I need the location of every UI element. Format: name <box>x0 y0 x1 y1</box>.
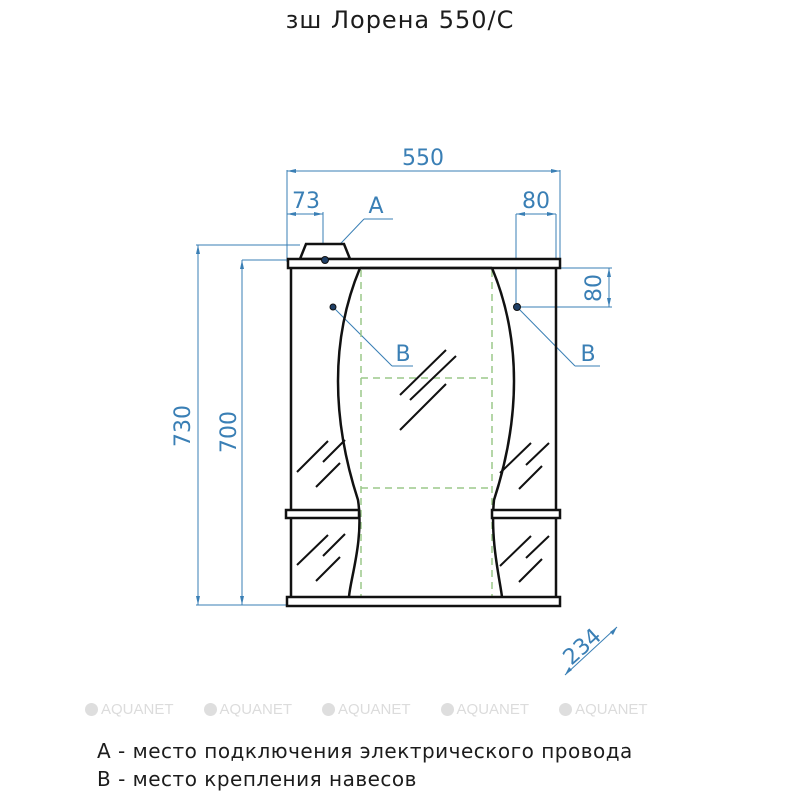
mount-points <box>321 256 521 311</box>
watermark: AQUANET <box>440 698 529 720</box>
dim-730: 730 <box>171 405 196 447</box>
aquanet-logo-icon <box>440 702 454 716</box>
callout-a: A <box>368 194 383 219</box>
dim-700: 700 <box>217 411 242 453</box>
point-b-left-icon <box>329 303 337 311</box>
watermark-row: AQUANET AQUANET AQUANET AQUANET AQUANET <box>85 698 725 720</box>
dim-80-top: 80 <box>522 189 550 214</box>
aquanet-logo-icon <box>203 702 217 716</box>
dimension-arrows <box>196 169 617 675</box>
hidden-lines <box>360 270 493 598</box>
legend-line-a: А - место подключения электрического про… <box>97 739 633 763</box>
point-a-icon <box>321 256 329 264</box>
dim-73: 73 <box>292 189 320 214</box>
drawing-title: зш Лорена 550/С <box>285 6 515 34</box>
watermark: AQUANET <box>322 698 411 720</box>
legend-line-b: В - место крепления навесов <box>97 767 417 791</box>
aquanet-logo-icon <box>322 702 336 716</box>
aquanet-logo-icon <box>85 702 98 716</box>
cabinet-outline <box>284 242 562 608</box>
glass-hatches <box>296 349 550 583</box>
aquanet-logo-icon <box>559 702 573 716</box>
callout-b-right: B <box>580 342 595 367</box>
point-b-right-icon <box>513 303 521 311</box>
dim-550: 550 <box>402 146 444 171</box>
watermark: AQUANET <box>85 698 174 720</box>
watermark: AQUANET <box>559 698 648 720</box>
callout-b-left: B <box>395 342 410 367</box>
dim-80-right: 80 <box>582 274 607 302</box>
watermark: AQUANET <box>203 698 292 720</box>
dim-234: 234 <box>559 624 607 671</box>
legend: А - место подключения электрического про… <box>97 737 633 793</box>
